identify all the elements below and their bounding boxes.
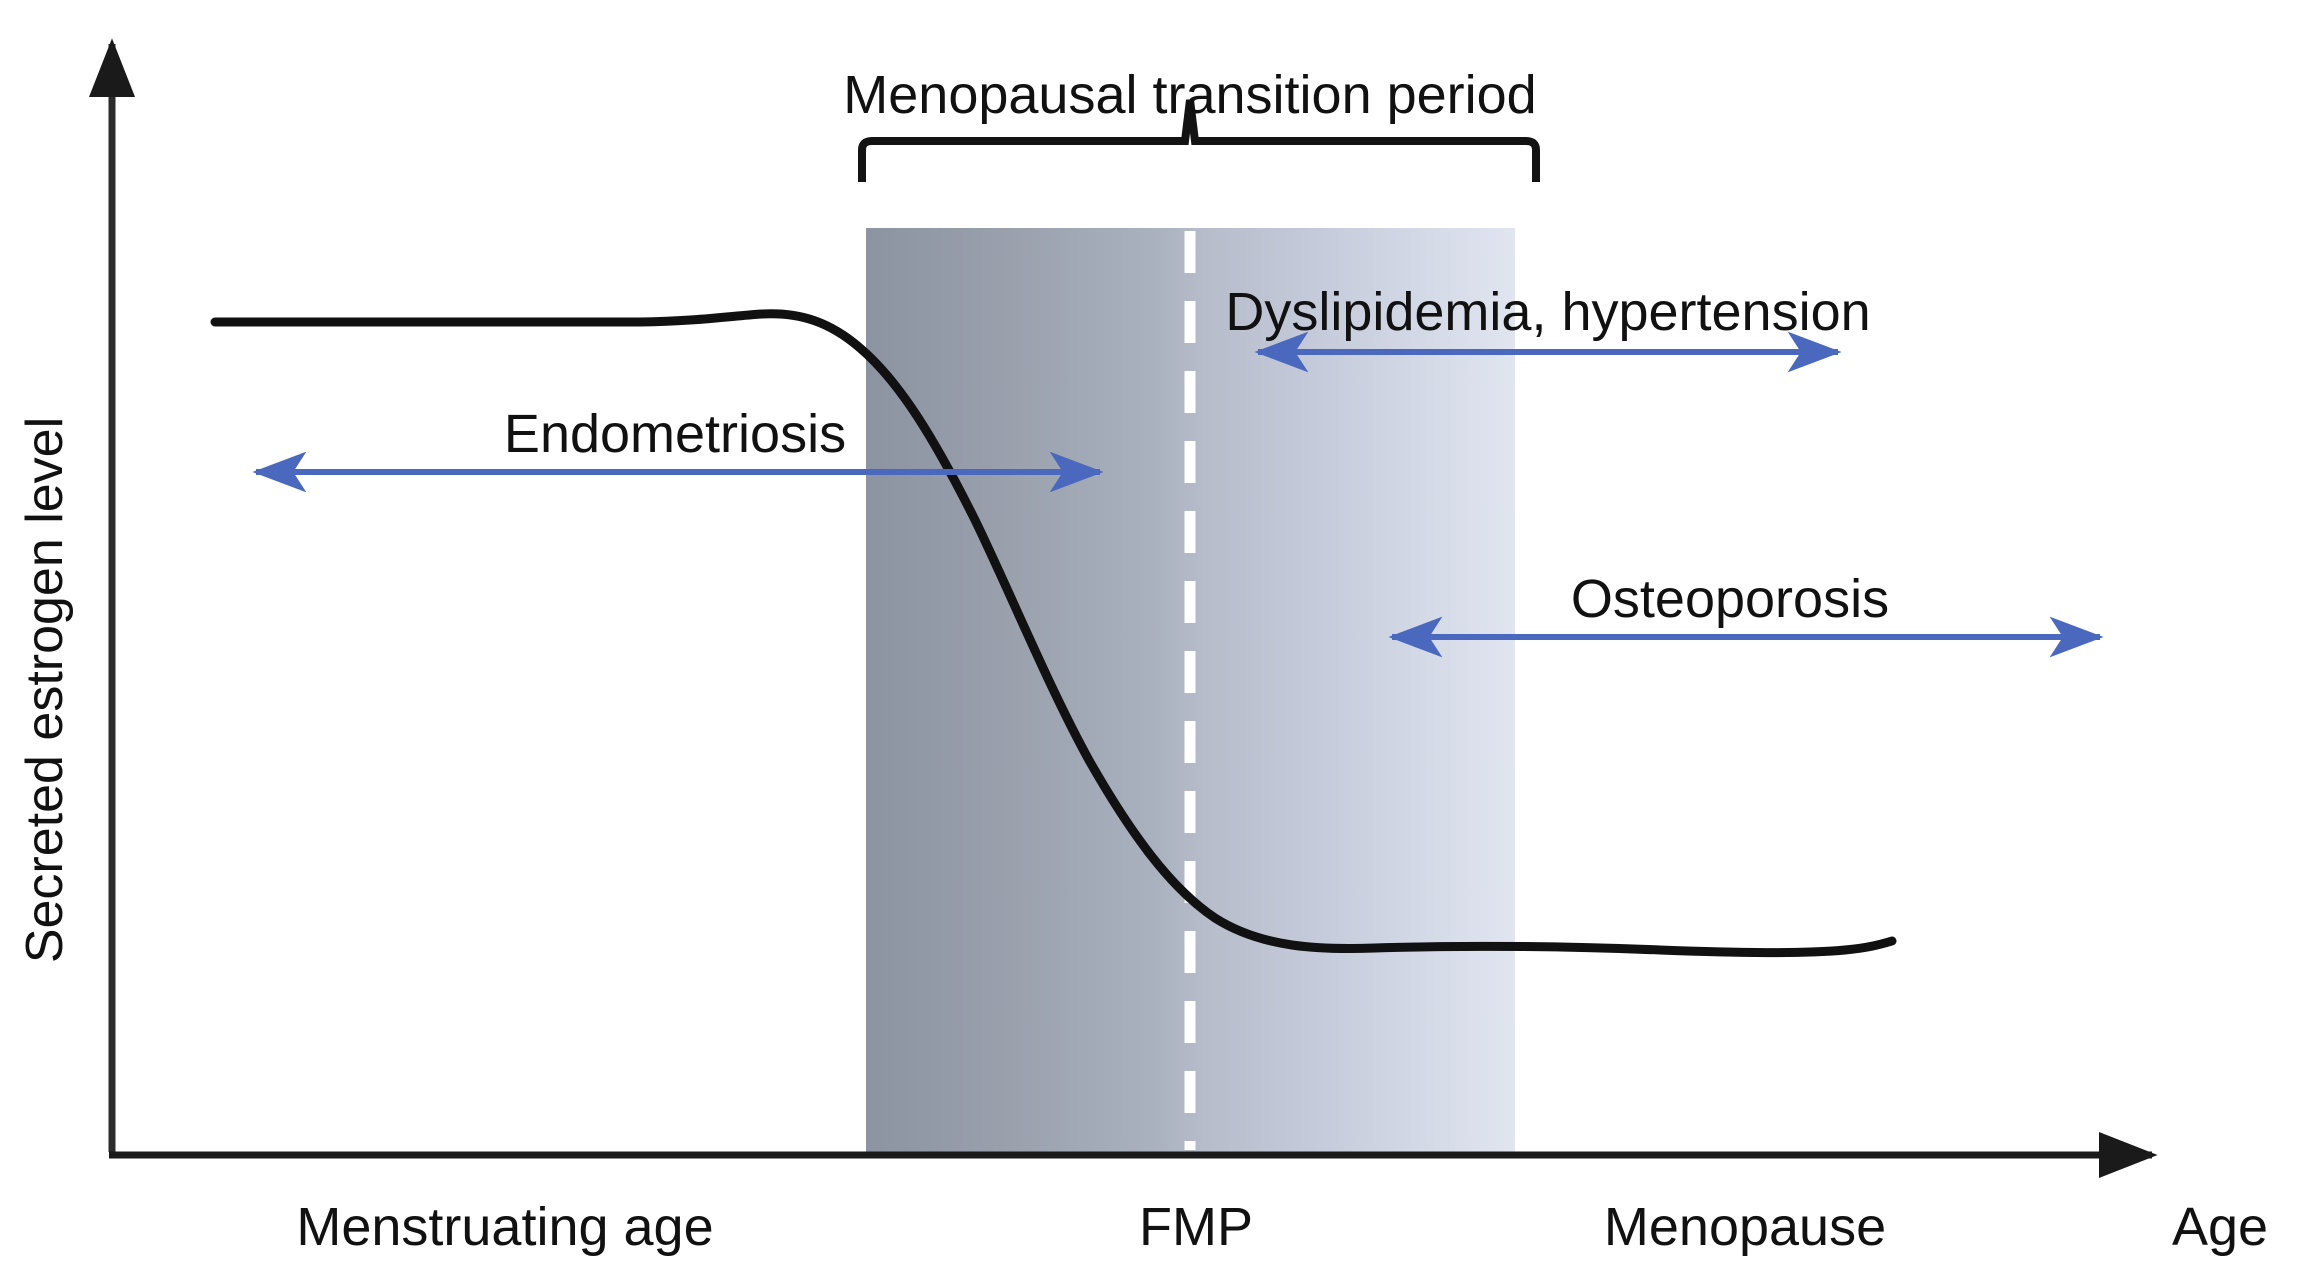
menopausal-transition-bracket: [858, 99, 1540, 182]
x-tick-label-menstruating-age: Menstruating age: [296, 1197, 713, 1257]
osteoporosis-label: Osteoporosis: [1571, 569, 1889, 629]
estrogen-level-curve: [210, 309, 1897, 958]
x-tick-label-menopause: Menopause: [1604, 1197, 1886, 1257]
endometriosis-label: Endometriosis: [504, 404, 846, 464]
x-tick-label-fmp: FMP: [1139, 1197, 1253, 1257]
dyslipidemia-label: Dyslipidemia, hypertension: [1225, 282, 1870, 342]
y-axis-label: Secreted estrogen level: [16, 417, 74, 963]
bracket-label: Menopausal transition period: [843, 65, 1536, 125]
x-axis-label: Age: [2172, 1197, 2268, 1257]
